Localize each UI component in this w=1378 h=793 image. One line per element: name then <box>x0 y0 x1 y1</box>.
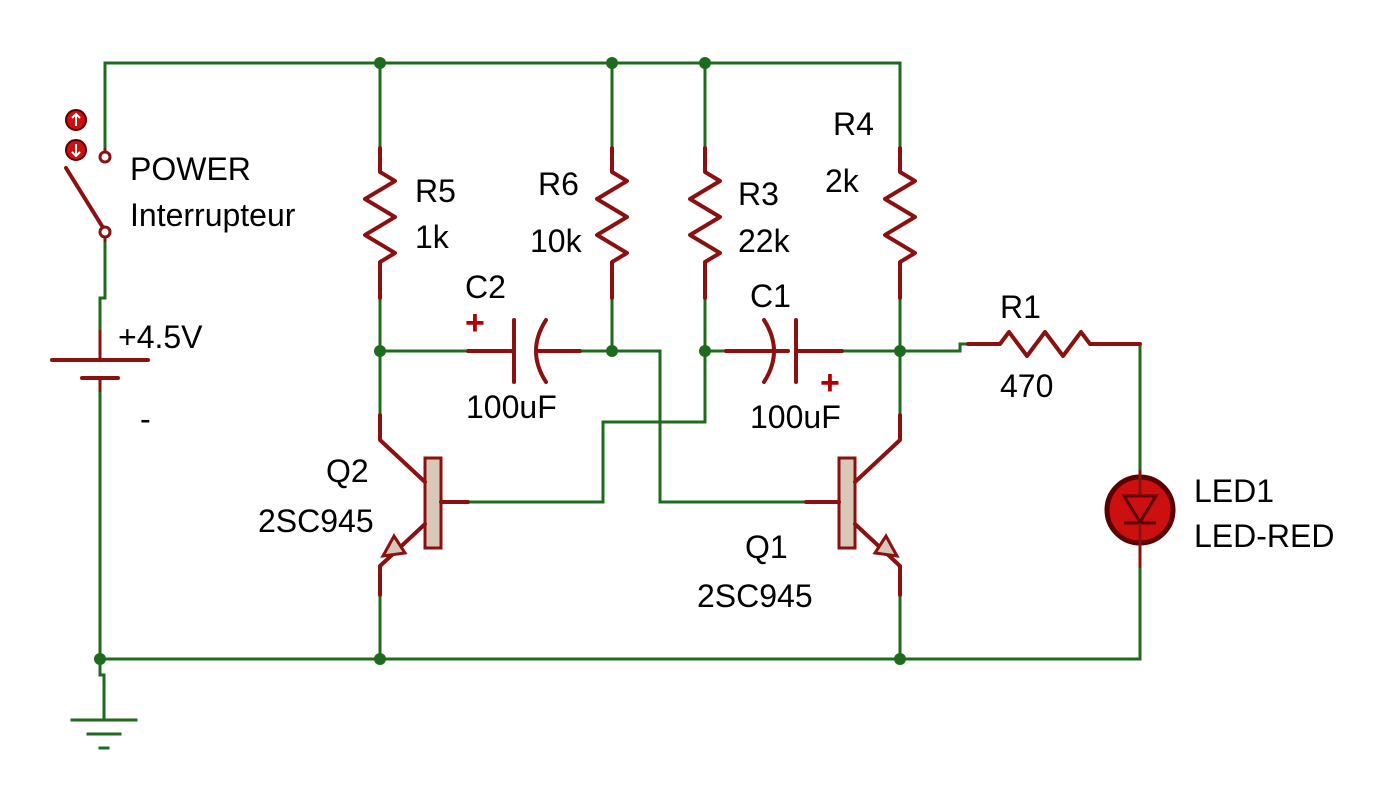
resistor-zigzag <box>595 146 629 300</box>
wire-top-rail <box>103 61 902 150</box>
wire-r3-node <box>466 296 707 504</box>
transistor-base-bar <box>837 456 857 550</box>
switch-indicator-icon <box>71 112 81 126</box>
junction-dot <box>374 345 386 357</box>
emitter-arrow-icon <box>872 533 900 558</box>
switch-ref-label: POWER <box>130 151 251 187</box>
resistor-zigzag <box>688 146 722 300</box>
q2-ref-label: Q2 <box>326 453 369 489</box>
battery-ref-label: +4.5V <box>118 319 203 355</box>
switch-terminal <box>98 150 112 164</box>
switch-indicator-icon <box>71 144 81 158</box>
battery-minus-label: - <box>140 401 151 437</box>
r5-ref-label: R5 <box>415 173 456 209</box>
wire-bottom-rail <box>98 566 1142 661</box>
ground-symbol <box>70 718 138 750</box>
junction-dot <box>606 57 618 69</box>
wire-battery-ground <box>98 388 106 720</box>
junctions <box>94 57 906 665</box>
labels: POWER Interrupteur +4.5V - R5 1k R6 10k … <box>118 106 1334 614</box>
wires <box>98 61 1142 720</box>
q2-value-label: 2SC945 <box>258 503 374 539</box>
junction-dot <box>374 653 386 665</box>
junction-dot <box>606 345 618 357</box>
r1-value-label: 470 <box>1000 368 1053 404</box>
junction-dot <box>894 345 906 357</box>
resistor-zigzag <box>966 330 1142 358</box>
r4-ref-label: R4 <box>833 106 874 142</box>
r4-value-label: 2k <box>825 163 860 199</box>
resistor-zigzag <box>363 146 397 300</box>
c2-polarity-label: + <box>465 304 485 342</box>
resistor-zigzag <box>883 146 917 300</box>
c1-polarity-label: + <box>820 364 840 402</box>
led-led1 <box>1104 470 1176 568</box>
wire-c2-right <box>578 349 808 504</box>
junction-dot <box>94 653 106 665</box>
emitter-arrow-icon <box>380 533 408 558</box>
r5-value-label: 1k <box>415 219 450 255</box>
switch-lever <box>64 166 104 228</box>
junction-dot <box>894 653 906 665</box>
r6-ref-label: R6 <box>538 166 579 202</box>
capacitor-c1 <box>724 318 844 384</box>
wire-switch-battery <box>98 238 107 332</box>
transistor-collector <box>853 413 902 484</box>
q1-ref-label: Q1 <box>745 529 788 565</box>
led1-value-label: LED-RED <box>1194 518 1334 554</box>
resistor-r5 <box>363 146 397 300</box>
battery <box>50 330 150 392</box>
transistor-emitter <box>853 522 902 597</box>
c1-ref-label: C1 <box>750 278 791 314</box>
capacitor-plate-curved <box>762 318 776 384</box>
resistor-r3 <box>688 146 722 300</box>
transistor-emitter <box>378 522 427 597</box>
switch-terminal <box>98 225 112 239</box>
junction-dot <box>374 57 386 69</box>
resistor-r4 <box>883 146 917 300</box>
r1-ref-label: R1 <box>1000 289 1041 325</box>
r6-value-label: 10k <box>530 223 583 259</box>
transistor-q1 <box>804 413 902 597</box>
r3-ref-label: R3 <box>738 176 779 212</box>
r3-value-label: 22k <box>738 223 791 259</box>
power-switch <box>64 109 112 242</box>
junction-dot <box>699 57 711 69</box>
capacitor-c2 <box>466 318 582 384</box>
c1-value-label: 100uF <box>750 399 841 435</box>
transistor-base-bar <box>423 456 443 550</box>
c2-value-label: 100uF <box>466 389 557 425</box>
q1-value-label: 2SC945 <box>697 578 813 614</box>
c2-ref-label: C2 <box>465 269 506 305</box>
resistor-r6 <box>595 146 629 300</box>
transistor-q2 <box>378 413 470 597</box>
transistor-collector <box>378 413 427 484</box>
led-diode-icon <box>1121 494 1159 525</box>
led1-ref-label: LED1 <box>1194 473 1274 509</box>
junction-dot <box>699 345 711 357</box>
switch-value-label: Interrupteur <box>130 197 296 233</box>
resistor-r1 <box>966 330 1142 358</box>
